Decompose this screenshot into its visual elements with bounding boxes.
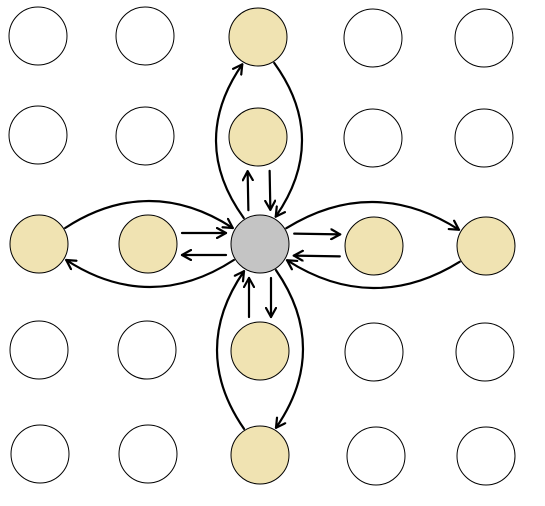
- neighbor-node: [228, 7, 288, 67]
- empty-node: [8, 105, 68, 165]
- curved-arrow: [214, 63, 245, 220]
- node-layer: [8, 6, 516, 486]
- empty-node: [115, 106, 175, 166]
- empty-node: [344, 322, 404, 382]
- empty-node: [117, 320, 177, 380]
- straight-arrow: [248, 170, 249, 212]
- straight-arrow: [293, 234, 342, 235]
- empty-node: [9, 320, 69, 380]
- empty-node: [115, 6, 175, 66]
- straight-arrow: [292, 256, 341, 257]
- neighbor-node: [456, 216, 516, 276]
- empty-node: [456, 426, 516, 486]
- neighbor-node: [9, 214, 69, 274]
- neighbor-node: [228, 107, 288, 167]
- arrow-layer: [64, 61, 461, 430]
- curved-arrow: [285, 259, 461, 290]
- empty-node: [343, 108, 403, 168]
- curved-arrow: [273, 61, 304, 218]
- empty-node: [454, 108, 514, 168]
- curved-arrow: [64, 199, 234, 230]
- curved-arrow: [65, 258, 235, 289]
- empty-node: [8, 6, 68, 66]
- curved-arrow: [285, 200, 461, 231]
- empty-node: [10, 424, 70, 484]
- center-node: [230, 214, 290, 274]
- curved-arrow: [215, 270, 246, 430]
- neighbor-node: [230, 321, 290, 381]
- empty-node: [118, 424, 178, 484]
- neighbor-node: [344, 216, 404, 276]
- curved-arrow: [274, 269, 305, 429]
- empty-node: [455, 322, 515, 382]
- neighbor-node: [230, 425, 290, 485]
- empty-node: [343, 8, 403, 68]
- straight-arrow: [270, 169, 271, 211]
- neighbor-node: [118, 214, 178, 274]
- empty-node: [346, 426, 406, 486]
- empty-node: [454, 8, 514, 68]
